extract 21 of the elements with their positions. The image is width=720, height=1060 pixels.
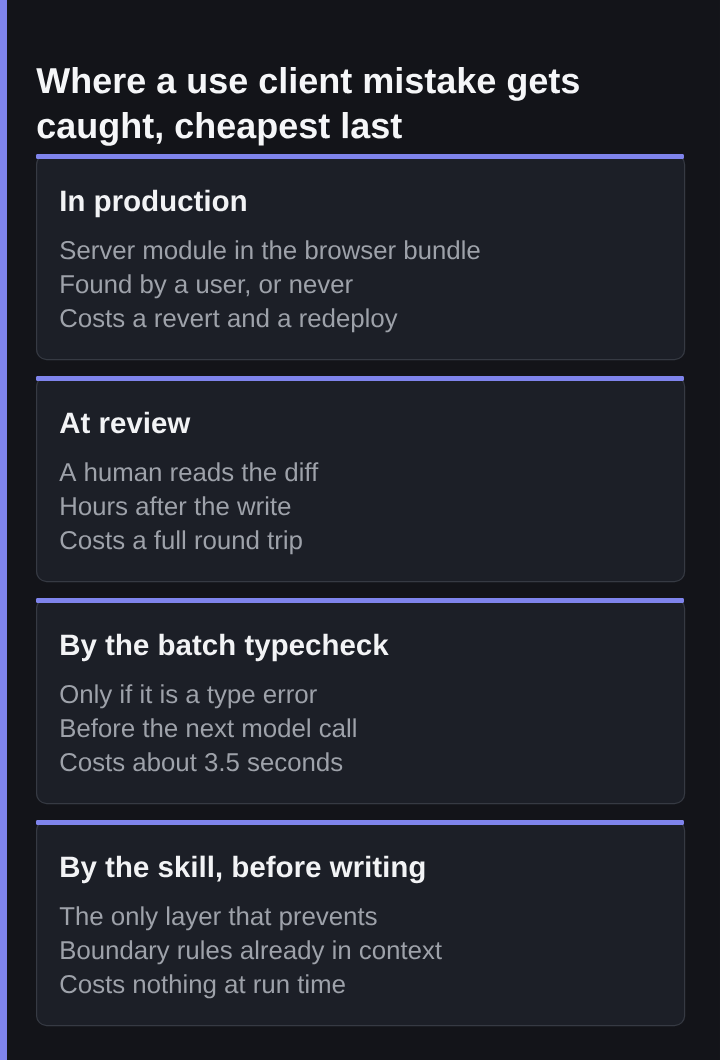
card	[36, 598, 686, 805]
card-heading: At review	[59, 411, 191, 434]
card-text: Found by a user, or never	[61, 274, 353, 299]
title: Where a use client mistake gets caught, cheapest last	[36, 67, 579, 146]
card-text: Costs about 3.5 seconds	[60, 752, 343, 772]
card-heading: By the skill, before writing	[61, 855, 425, 884]
card-text: Before the next model call	[61, 718, 356, 738]
card-text: Costs a revert and a redeploy	[60, 308, 398, 333]
card	[36, 820, 686, 1027]
card-text: Hours after the write	[61, 496, 291, 516]
card-heading: By the batch typecheck	[61, 633, 389, 662]
card-text: Costs a full round trip	[60, 530, 302, 555]
card	[36, 376, 686, 583]
card-text: Server module in the browser bundle	[60, 240, 480, 260]
card	[36, 154, 686, 361]
card-text: Costs nothing at run time	[60, 974, 345, 999]
card-text: Only if it is a type error	[60, 684, 317, 709]
card-text: Boundary rules already in context	[61, 940, 442, 965]
card-text: The only layer that prevents	[59, 906, 377, 931]
card-heading: In production	[61, 189, 246, 218]
card-text: A human reads the diff	[59, 462, 319, 482]
